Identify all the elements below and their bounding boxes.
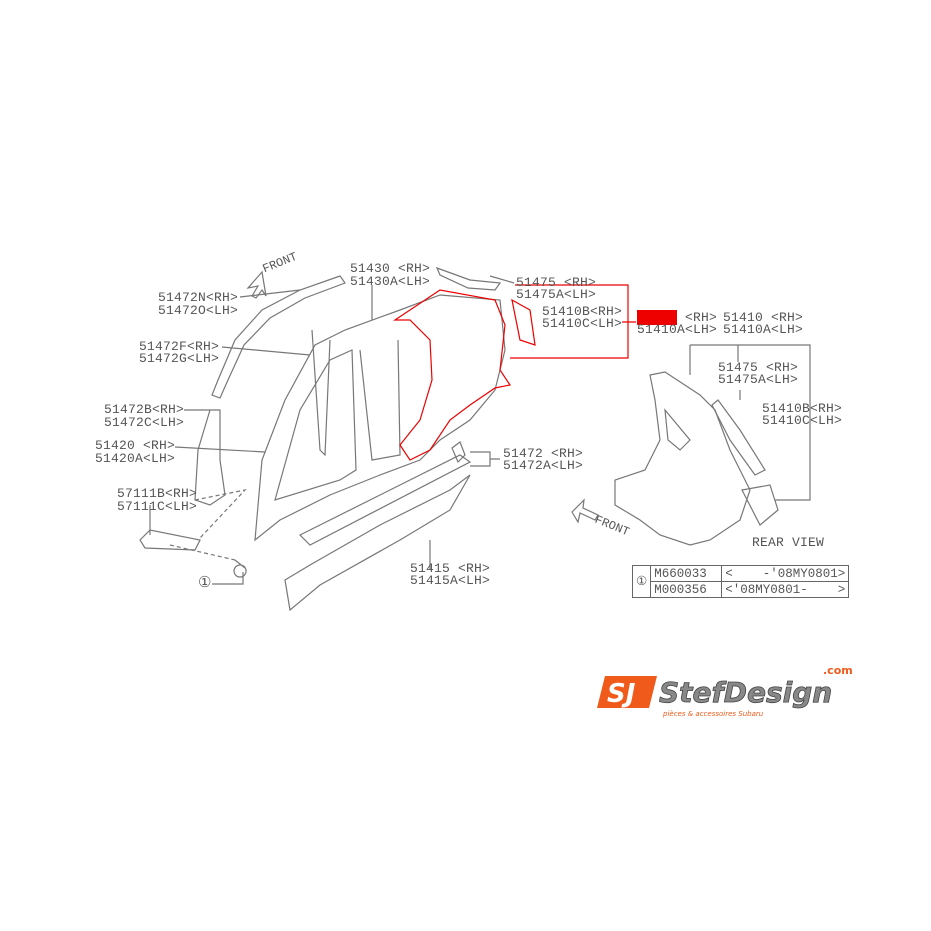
stefdesign-logo: SJ StefDesign .com pièces & accessoires …	[597, 664, 859, 718]
svg-text:SJ: SJ	[607, 679, 636, 709]
label-51472: 51472 <RH>	[503, 446, 584, 461]
label-51410A: 51410A<LH>	[637, 322, 718, 337]
svg-text:.com: .com	[823, 664, 853, 677]
part-cell: M660033	[650, 565, 723, 582]
label-51472O: 51472O<LH>	[158, 303, 239, 318]
part-reference-table: ① M660033 < -'08MY0801> M000356 <'08MY08…	[631, 565, 850, 598]
a-pillar-part	[194, 409, 226, 506]
label-51420: 51420 <RH>	[95, 438, 176, 453]
label-51410B-rear: 51410B<RH>	[762, 401, 843, 416]
label-51410A-rear: 51410A<LH>	[723, 322, 804, 337]
label-57111C: 57111C<LH>	[117, 499, 198, 514]
label-51415: 51415 <RH>	[410, 561, 491, 576]
part-cell: M000356	[650, 581, 723, 598]
label-51430: 51430 <RH>	[350, 261, 431, 276]
label-51410B: 51410B<RH>	[542, 304, 623, 319]
label-51472F: 51472F<RH>	[139, 339, 220, 354]
rear-quarter-part	[614, 371, 751, 546]
label-51472C: 51472C<LH>	[104, 415, 185, 430]
label-51472B: 51472B<RH>	[104, 402, 185, 417]
highlighted-part-number[interactable]: 51410	[637, 310, 678, 325]
table-row: M000356 <'08MY0801- >	[633, 581, 850, 598]
label-51410C: 51410C<LH>	[542, 316, 623, 331]
sill-part	[298, 454, 472, 546]
rocker-part	[284, 474, 471, 612]
svg-text:pièces & accessoires Subaru: pièces & accessoires Subaru	[662, 710, 764, 718]
label-51475-rear: 51475 <RH>	[718, 360, 799, 375]
quarter-panel-highlight	[393, 289, 511, 461]
front-arrow-icon	[246, 270, 267, 299]
front-arrow-icon-2	[571, 498, 599, 524]
callout-1: ①	[198, 575, 212, 592]
bracket-part	[139, 529, 201, 551]
logo-badge-icon: SJ StefDesign .com pièces & accessoires …	[597, 664, 853, 718]
label-51430A: 51430A<LH>	[350, 274, 431, 289]
table-row: ① M660033 < -'08MY0801>	[631, 565, 850, 598]
label-51410C-rear: 51410C<LH>	[762, 413, 843, 428]
rear-view-label: REAR VIEW	[752, 535, 825, 550]
label-51415A: 51415A<LH>	[410, 573, 491, 588]
label-51472G: 51472G<LH>	[139, 351, 220, 366]
rh-suffix: <RH>	[677, 310, 718, 325]
label-57111B: 57111B<RH>	[117, 486, 198, 501]
label-51475A: 51475A<LH>	[516, 287, 597, 302]
range-cell: < -'08MY0801>	[721, 565, 850, 582]
label-51420A: 51420A<LH>	[95, 451, 176, 466]
label-51475A-rear: 51475A<LH>	[718, 372, 799, 387]
label-51410-rear: 51410 <RH>	[723, 310, 804, 325]
svg-text:StefDesign: StefDesign	[659, 676, 832, 709]
label-51472N: 51472N<RH>	[158, 290, 239, 305]
roof-rail-part	[211, 275, 346, 399]
label-51410-highlighted[interactable]: 51410 <RH>	[637, 310, 718, 325]
range-cell: <'08MY0801- >	[721, 581, 850, 598]
bolt-part	[233, 559, 247, 578]
trim-part	[435, 266, 502, 291]
label-51475: 51475 <RH>	[516, 275, 597, 290]
side-body-part	[254, 294, 506, 542]
label-51472A: 51472A<LH>	[503, 458, 584, 473]
marker-cell: ①	[631, 565, 652, 598]
